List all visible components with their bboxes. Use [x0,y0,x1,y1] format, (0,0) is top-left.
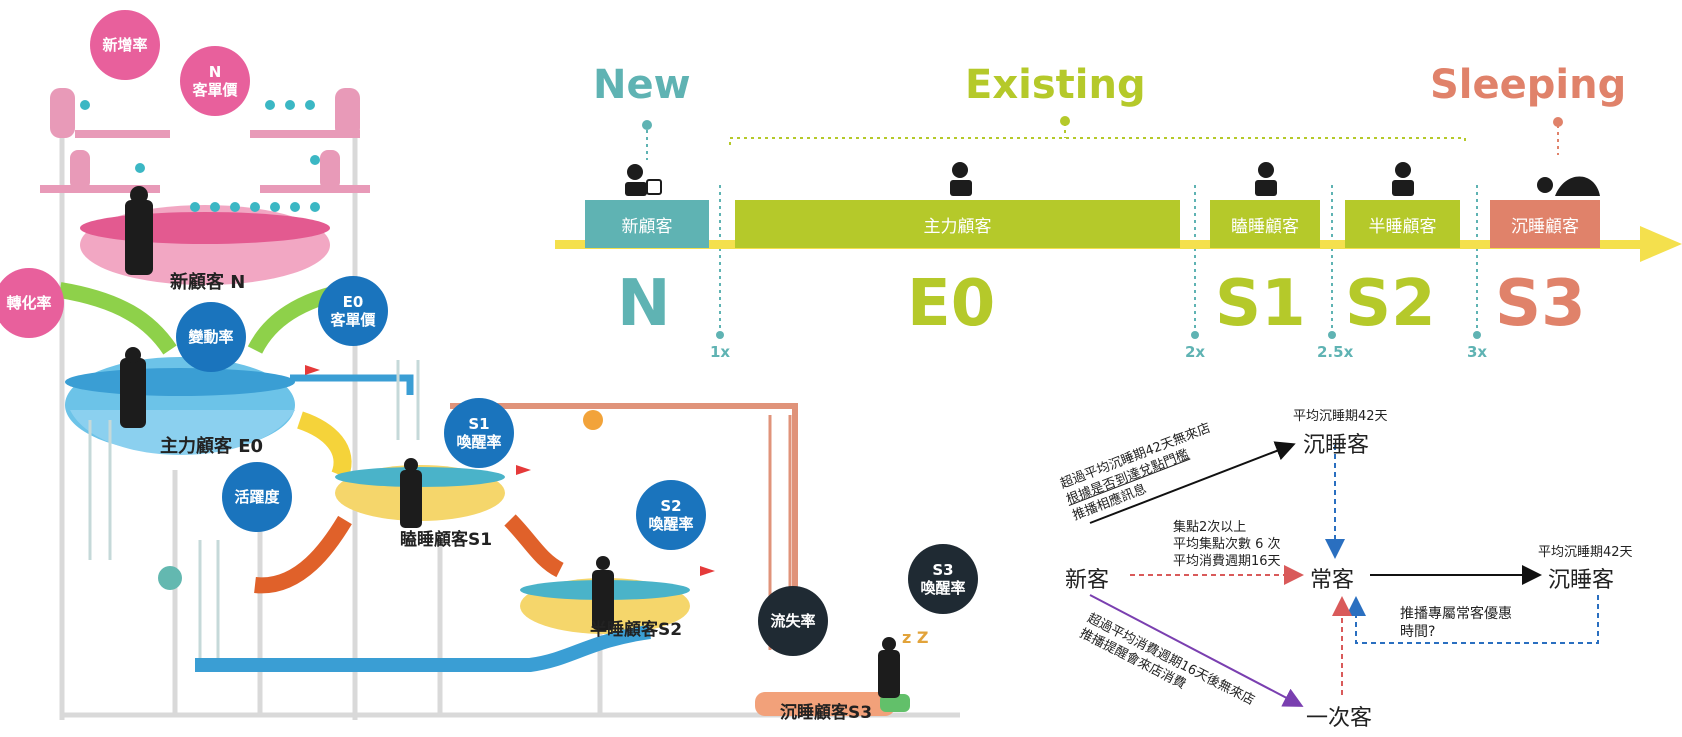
bubble-churn: 流失率 [758,586,828,656]
push-note: 推播專屬常客優惠 時間? [1400,605,1512,641]
segment-e0: 主力顧客 [735,200,1180,248]
node-regular: 常客 [1310,568,1355,593]
segment-new: 新顧客 [585,200,709,248]
node-one-time: 一次客 [1306,706,1373,731]
push-line-1: 推播專屬常客優惠 [1400,606,1512,622]
flow-arrows [1089,441,1599,707]
code-n: N [617,267,671,341]
pool-label-s1: 瞌睡顧客S1 [400,530,493,550]
node-sleeping-top: 沉睡客 [1303,433,1370,458]
bubble-conversion: 轉化率 [0,268,64,338]
tick-3x: 3x [1467,343,1488,361]
segment-s3: 沉睡顧客 [1490,200,1600,248]
pool-label-s3: 沉睡顧客S3 [780,703,873,723]
pool-label-e0: 主力顧客 E0 [160,436,264,457]
code-s1: S1 [1215,267,1306,341]
pool-label-s2: 半睡顧客S2 [590,620,683,640]
tick-2x: 2x [1185,343,1206,361]
avg-right: 平均沉睡期42天 [1538,545,1633,560]
customer-flow: 新客 常客 一次客 沉睡客 沉睡客 平均沉睡期42天 平均沉睡期42天 超過平均… [1058,405,1682,733]
cond-line-3: 平均消費週期16天 [1173,554,1281,569]
funnel-illustration: 新顧客 N 主力顧客 E0 瞌睡顧客S1 半睡顧客S2 沉睡顧客S3 z Z 新… [0,10,978,723]
code-s2: S2 [1345,267,1436,341]
cond-line-1: 集點2次以上 [1173,520,1247,535]
bubble-change-rate: 變動率 [176,302,246,372]
bubble-activity: 活躍度 [222,462,292,532]
zzz-text: z Z [902,628,929,647]
node-new-customer: 新客 [1065,568,1110,593]
customer-timeline: New Existing Sleeping 新顧客 主力顧客 瞌睡顧客 半睡顧客… [555,60,1682,380]
tick-2-5x: 2.5x [1317,343,1354,361]
code-s3: S3 [1495,267,1586,341]
segment-s1: 瞌睡顧客 [1210,200,1320,248]
node-sleeping-right: 沉睡客 [1548,568,1615,593]
avg-top: 平均沉睡期42天 [1293,409,1388,424]
funnel-scene [40,88,960,720]
cond-line-2: 平均集點次數 6 次 [1173,537,1281,552]
label-existing: Existing [965,62,1146,108]
code-e0: E0 [907,267,996,341]
bubble-new-rate: 新增率 [90,10,160,80]
segment-s2: 半睡顧客 [1345,200,1460,248]
label-sleeping: Sleeping [1430,62,1627,108]
label-new: New [593,62,691,108]
conditions: 集點2次以上 平均集點次數 6 次 平均消費週期16天 [1173,519,1281,570]
push-line-2: 時間? [1400,624,1436,640]
pool-label-n: 新顧客 N [170,272,246,293]
tick-1x: 1x [710,343,731,361]
